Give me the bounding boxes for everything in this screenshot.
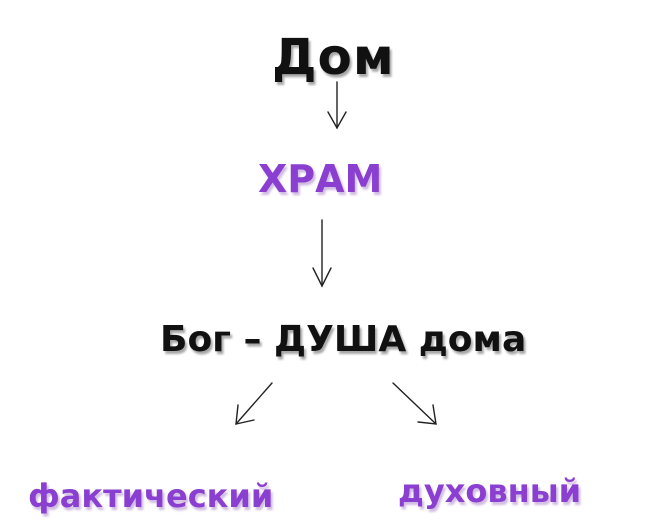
node-bog-dusha-doma: Бог – ДУША дома <box>160 319 527 360</box>
arrow-bog-to-fakticheskiy <box>235 382 273 425</box>
node-duhovnyy: духовный <box>398 472 582 510</box>
arrow-hram-to-bog <box>312 219 332 288</box>
node-dom: Дом <box>272 28 395 86</box>
node-hram: ХРАМ <box>258 157 383 201</box>
node-fakticheskiy: фактический <box>28 477 274 515</box>
arrow-bog-to-duhovnyy <box>392 382 437 425</box>
arrow-dom-to-hram <box>327 81 347 130</box>
